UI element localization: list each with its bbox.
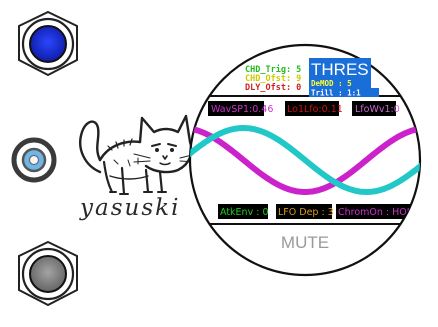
trill-box <box>309 88 379 97</box>
param-wavsp1: WavSP1:0.46 <box>208 101 273 116</box>
param-box <box>352 101 396 116</box>
round-display: WavSP1:0.46 Lo1Lfo:0.11 LfoWv1:0 AtkEnv … <box>188 43 422 277</box>
bottom-knob[interactable] <box>18 240 78 307</box>
gray-knob-icon[interactable] <box>29 255 67 293</box>
param-chromon: ChromOn : HOLD <box>336 204 419 219</box>
demod-readout: DeMOD : 5 <box>311 79 352 88</box>
param-label: WavSP1:0.46 <box>211 104 273 115</box>
magenta-wave <box>190 125 420 195</box>
blue-knob-icon[interactable] <box>29 25 67 63</box>
chd-trig-readout: CHD_Trig: 5 <box>245 64 301 75</box>
param-label: LfoWv1:0 <box>355 104 400 115</box>
thres-box <box>309 58 371 79</box>
param-lfodep: LFO Dep : 3 <box>276 204 334 219</box>
demod-box <box>309 79 371 88</box>
mute-label: MUTE <box>281 233 329 252</box>
param-box <box>276 204 332 219</box>
cat-icon <box>79 114 197 196</box>
param-lo1lfo: Lo1Lfo:0.11 <box>285 101 343 116</box>
param-box <box>336 204 412 219</box>
param-label: LFO Dep : 3 <box>278 207 334 218</box>
jack-hole <box>28 154 40 166</box>
top-knob[interactable] <box>18 10 78 77</box>
param-lfowv1: LfoWv1:0 <box>352 101 400 116</box>
param-label: Lo1Lfo:0.11 <box>287 104 343 115</box>
thres-label: THRES <box>311 60 369 79</box>
trill-readout: Trill : 1:1 <box>311 89 361 98</box>
middle-jack[interactable] <box>11 137 57 183</box>
logo-text: yasuski <box>79 195 180 221</box>
param-label: ChromOn : HOLD <box>338 207 419 218</box>
dly-ofst-readout: DLY_Ofst: 0 <box>245 83 301 93</box>
param-atkenv: AtkEnv : 0 <box>218 204 269 219</box>
param-label: AtkEnv : 0 <box>220 207 269 218</box>
chd-ofst-readout: CHD_Ofst: 9 <box>245 74 301 84</box>
param-box <box>285 101 339 116</box>
cyan-wave <box>190 125 420 195</box>
param-box <box>208 101 264 116</box>
param-box <box>218 204 268 219</box>
